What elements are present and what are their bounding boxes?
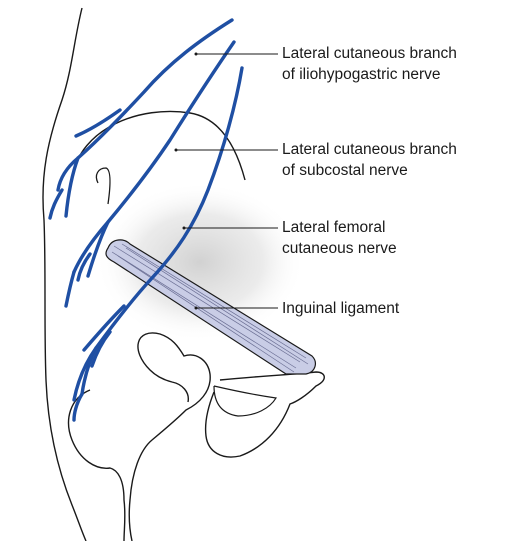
leader-dot-iliohypogastric	[195, 53, 198, 56]
label-iliohypogastric: Lateral cutaneous branch of iliohypogast…	[282, 43, 457, 85]
femur-outline	[129, 333, 210, 541]
label-ligament: Inguinal ligament	[282, 298, 399, 319]
iliohypogastric-branch-3	[50, 190, 62, 218]
leader-dot-ligament	[195, 307, 198, 310]
label-femoral: Lateral femoral cutaneous nerve	[282, 217, 397, 259]
obturator-foramen-outline	[214, 386, 276, 416]
label-iliohypogastric-line2: of iliohypogastric nerve	[282, 64, 457, 85]
leader-dot-femoral	[183, 227, 186, 230]
subcostal-branch-2	[66, 272, 74, 306]
pubic-bone-outline	[206, 372, 325, 457]
label-femoral-line2: cutaneous nerve	[282, 238, 397, 259]
label-iliohypogastric-line1: Lateral cutaneous branch	[282, 43, 457, 64]
label-ligament-line1: Inguinal ligament	[282, 298, 399, 319]
leader-dot-subcostal	[175, 149, 178, 152]
iliohypogastric-nerve	[58, 20, 232, 190]
label-subcostal-line2: of subcostal nerve	[282, 160, 457, 181]
iliac-spine-outline	[96, 168, 110, 204]
label-femoral-line1: Lateral femoral	[282, 217, 397, 238]
iliac-crest-outline	[72, 111, 245, 180]
label-subcostal: Lateral cutaneous branch of subcostal ne…	[282, 139, 457, 181]
label-subcostal-line1: Lateral cutaneous branch	[282, 139, 457, 160]
